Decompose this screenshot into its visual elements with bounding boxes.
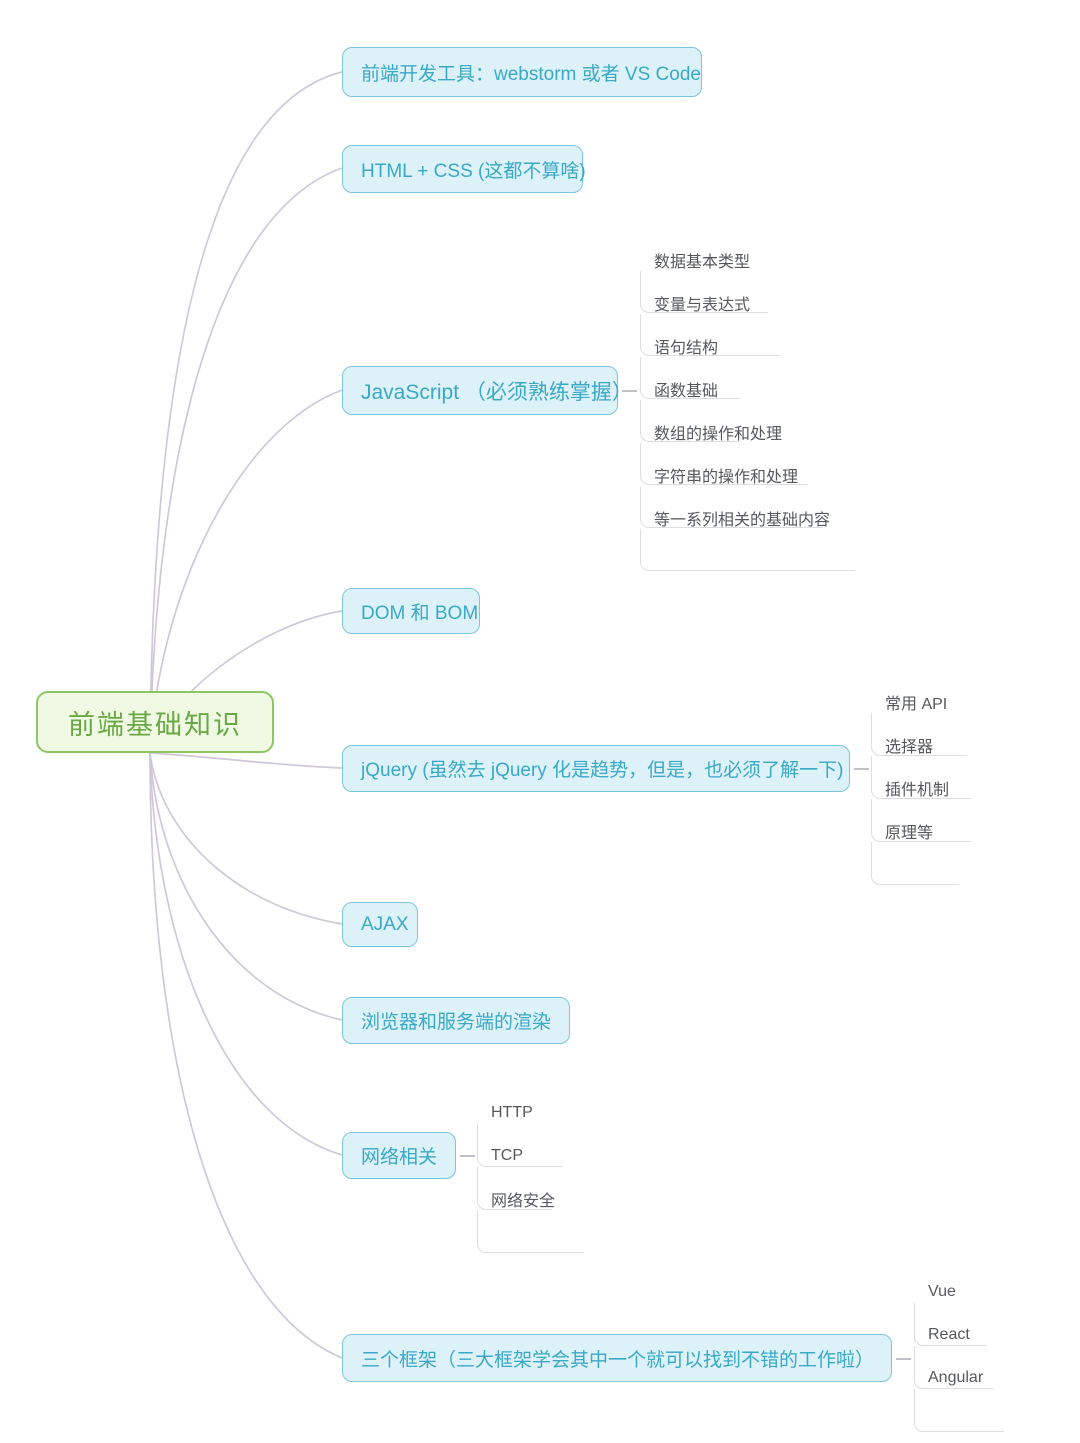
- node-html-css-label: HTML + CSS (这都不算啥): [361, 160, 586, 182]
- leaf-fw-react[interactable]: React: [928, 1326, 970, 1343]
- leaf-fw-angular[interactable]: Angular: [928, 1369, 984, 1386]
- bracket-jq-3: [871, 842, 959, 885]
- node-jquery-label: jQuery (虽然去 jQuery 化是趋势，但是，也必须了解一下): [361, 760, 844, 781]
- leaf-js-functions[interactable]: 函数基础: [654, 383, 719, 400]
- dash-network: [460, 1155, 475, 1157]
- root-node-label: 前端基础知识: [68, 709, 242, 740]
- node-rendering-label: 浏览器和服务端的渲染: [361, 1012, 552, 1033]
- node-network-label: 网络相关: [361, 1147, 438, 1168]
- node-network[interactable]: 网络相关: [342, 1132, 456, 1179]
- leaf-js-arrays[interactable]: 数组的操作和处理: [654, 426, 783, 443]
- node-dom-bom[interactable]: DOM 和 BOM: [342, 588, 480, 634]
- leaf-net-security[interactable]: 网络安全: [491, 1193, 556, 1210]
- leaf-js-misc[interactable]: 等一系列相关的基础内容: [654, 512, 831, 529]
- dash-javascript: [622, 390, 637, 392]
- node-frameworks[interactable]: 三个框架（三大框架学会其中一个就可以找到不错的工作啦）: [342, 1334, 892, 1382]
- node-tools-label: 前端开发工具：webstorm 或者 VS Code: [361, 63, 701, 85]
- leaf-jq-api[interactable]: 常用 API: [885, 696, 948, 713]
- node-dom-bom-label: DOM 和 BOM: [361, 602, 479, 624]
- leaf-net-tcp[interactable]: TCP: [491, 1147, 523, 1164]
- bracket-net-2: [477, 1210, 584, 1253]
- leaf-jq-selectors[interactable]: 选择器: [885, 739, 934, 756]
- node-jquery[interactable]: jQuery (虽然去 jQuery 化是趋势，但是，也必须了解一下): [342, 745, 850, 792]
- leaf-fw-vue[interactable]: Vue: [928, 1283, 956, 1300]
- bracket-fw-2: [914, 1389, 1004, 1432]
- leaf-jq-principles[interactable]: 原理等: [885, 825, 934, 842]
- node-ajax[interactable]: AJAX: [342, 902, 418, 947]
- leaf-js-data-types[interactable]: 数据基本类型: [654, 254, 751, 271]
- bracket-js-6: [640, 529, 855, 571]
- leaf-js-strings[interactable]: 字符串的操作和处理: [654, 469, 799, 486]
- dash-frameworks: [896, 1358, 911, 1360]
- leaf-jq-plugins[interactable]: 插件机制: [885, 782, 950, 799]
- leaf-js-statements[interactable]: 语句结构: [654, 340, 719, 357]
- node-rendering[interactable]: 浏览器和服务端的渲染: [342, 997, 570, 1044]
- node-frameworks-label: 三个框架（三大框架学会其中一个就可以找到不错的工作啦）: [361, 1349, 875, 1371]
- node-tools[interactable]: 前端开发工具：webstorm 或者 VS Code: [342, 47, 702, 97]
- root-node[interactable]: 前端基础知识: [36, 691, 274, 753]
- leaf-net-http[interactable]: HTTP: [491, 1104, 533, 1121]
- node-javascript-label: JavaScript （必须熟练掌握）: [361, 380, 633, 404]
- node-html-css[interactable]: HTML + CSS (这都不算啥): [342, 145, 586, 193]
- node-javascript[interactable]: JavaScript （必须熟练掌握）: [342, 366, 633, 415]
- leaf-js-variables[interactable]: 变量与表达式: [654, 297, 751, 314]
- dash-jquery: [854, 768, 869, 770]
- node-ajax-label: AJAX: [361, 913, 409, 935]
